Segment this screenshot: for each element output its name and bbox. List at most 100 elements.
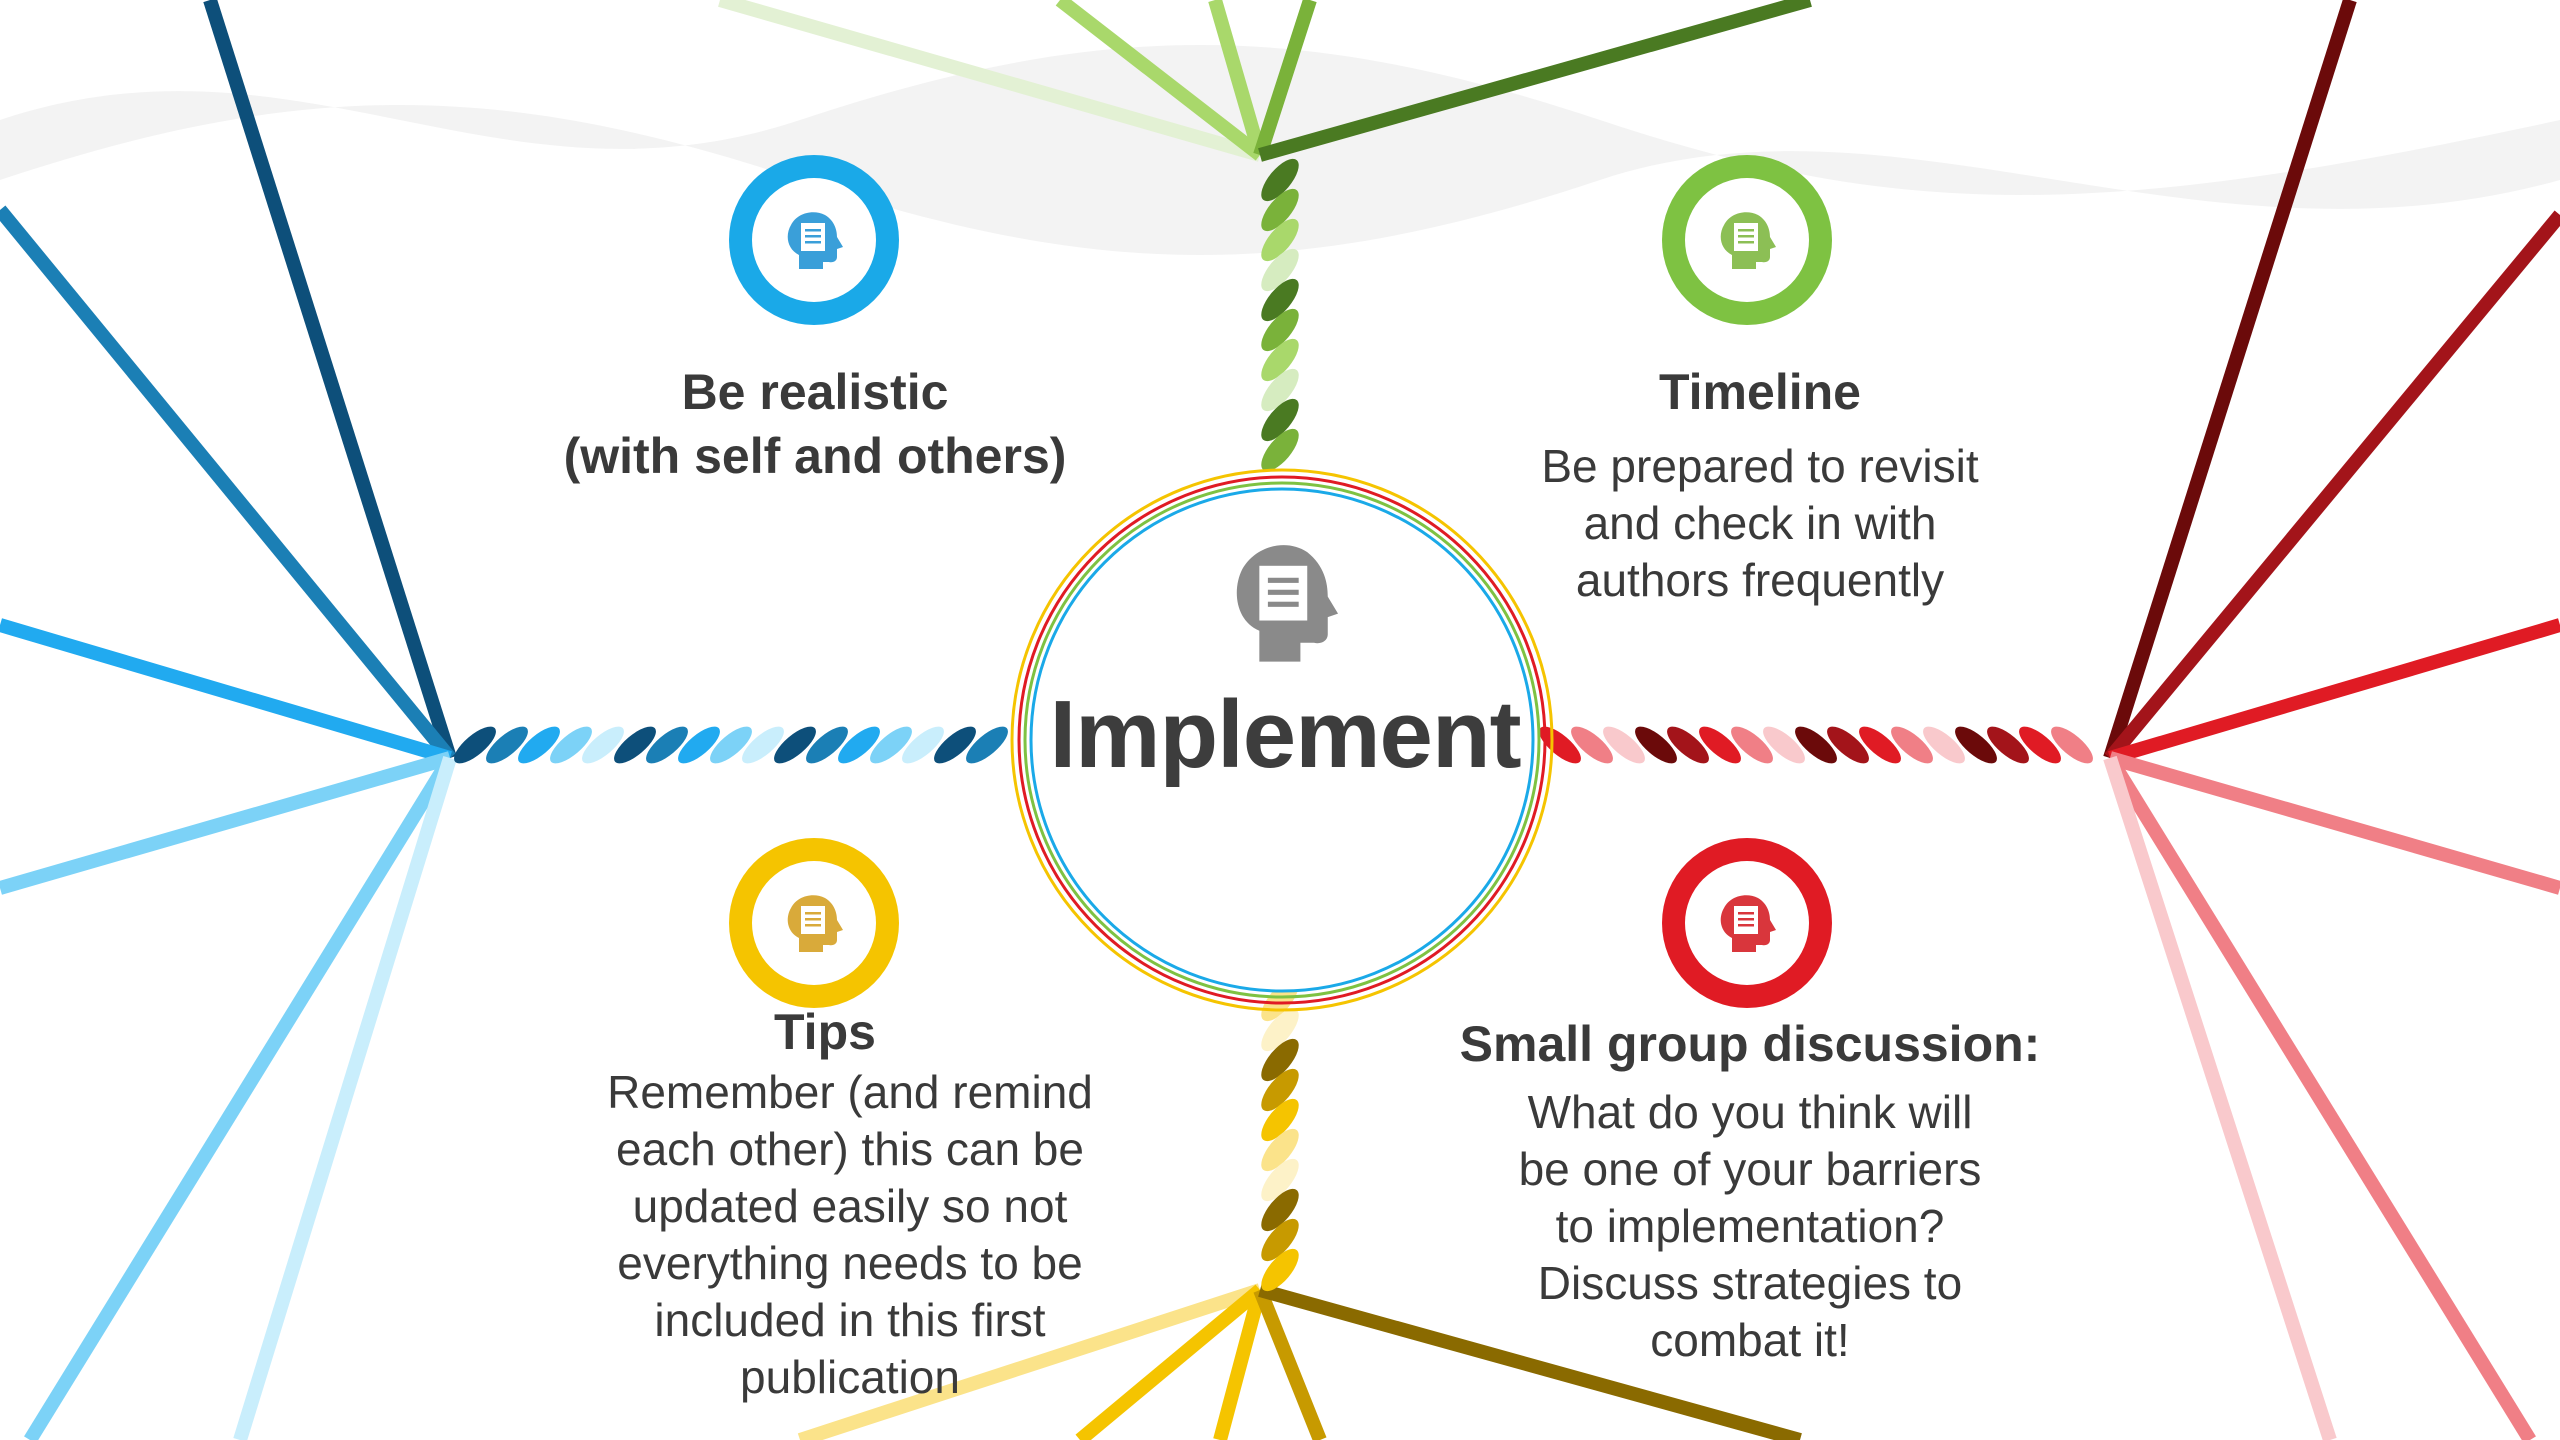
- rope-twist: [1261, 248, 1299, 292]
- rope-twist: [1261, 1038, 1299, 1082]
- rope-twist: [2019, 726, 2061, 764]
- top-right-text: Timeline Be prepared to revisit and chec…: [1450, 360, 2070, 609]
- top-right-body: Be prepared to revisit and check in with…: [1541, 440, 1979, 606]
- bottom-right-heading: Small group discussion:: [1459, 1016, 2041, 1072]
- rope-twist: [550, 726, 592, 764]
- rope-strand: [2103, 0, 2357, 761]
- rope-strand: [1055, 0, 1265, 161]
- bottom-right-body: What do you think will be one of your ba…: [1518, 1086, 1982, 1366]
- rope-twist: [1261, 428, 1299, 472]
- center-title: Implement: [1049, 681, 1521, 788]
- rope-strand: [0, 751, 452, 895]
- rope-twist: [1261, 1068, 1299, 1112]
- rope-twist: [1891, 726, 1933, 764]
- rope-twist: [742, 726, 784, 764]
- rope-twist: [966, 726, 1008, 764]
- rope-twist: [1261, 1248, 1299, 1292]
- bottom-right-text: Small group discussion: What do you thin…: [1430, 1012, 2070, 1369]
- rope-twist: [518, 726, 560, 764]
- rope-twist: [1261, 338, 1299, 382]
- rope-strand: [24, 754, 456, 1440]
- bottom-right-icon: [1685, 861, 1809, 985]
- rope-twist: [486, 726, 528, 764]
- bottom-left-icon: [752, 861, 876, 985]
- rope-strand: [0, 205, 456, 763]
- rope-twist: [1261, 308, 1299, 352]
- rope-twist: [1795, 726, 1837, 764]
- rope-twist: [1261, 188, 1299, 232]
- rope-twist: [582, 726, 624, 764]
- bottom-left-icon-ring: [729, 838, 899, 1008]
- rope-strand: [2108, 618, 2560, 765]
- top-left-icon: [752, 178, 876, 302]
- rope-strand: [2104, 210, 2560, 763]
- rope-twist: [1827, 726, 1869, 764]
- head-document-icon: [1236, 545, 1339, 662]
- rope-twist: [646, 726, 688, 764]
- top-left-text: Be realistic (with self and others): [515, 360, 1115, 488]
- rope-twist: [1261, 1158, 1299, 1202]
- rope-twist: [1261, 1098, 1299, 1142]
- rope-twist: [1987, 726, 2029, 764]
- rope-strand: [233, 755, 457, 1440]
- rope-strand: [1075, 1284, 1265, 1440]
- top-right-heading: Timeline: [1659, 364, 1861, 420]
- bottom-right-icon-ring: [1662, 838, 1832, 1008]
- center-ring: [1010, 468, 1554, 1012]
- rope-strand: [718, 0, 1262, 162]
- center-ring: [1023, 481, 1541, 999]
- rope-strand: [1258, 0, 1812, 162]
- rope-twist: [1539, 726, 1581, 764]
- rope-twist: [934, 726, 976, 764]
- rope-twist: [1699, 726, 1741, 764]
- rope-twist: [2051, 726, 2093, 764]
- top-left-icon-ring: [729, 155, 899, 325]
- rope-twist: [1667, 726, 1709, 764]
- rope-strand: [203, 0, 457, 761]
- rope-twist: [1571, 726, 1613, 764]
- rope-twist: [1859, 726, 1901, 764]
- rope-twist: [806, 726, 848, 764]
- head-document-icon: [787, 212, 843, 269]
- center-ring: [1029, 487, 1535, 993]
- rope-twist: [1261, 398, 1299, 442]
- rope-strand: [797, 1283, 1263, 1440]
- rope-twist: [1261, 368, 1299, 412]
- head-document-icon: [787, 895, 843, 952]
- bottom-left-text: Tips Remember (and remind each other) th…: [520, 1000, 1180, 1406]
- rope-twist: [902, 726, 944, 764]
- bottom-left-heading: Tips: [774, 1004, 876, 1060]
- rope-twist: [1603, 726, 1645, 764]
- rope-strand: [2104, 754, 2536, 1440]
- head-document-icon: [1720, 895, 1776, 952]
- rope-twist: [1261, 218, 1299, 262]
- rope-twist: [1261, 1008, 1299, 1052]
- rope-strand: [2103, 755, 2337, 1440]
- bottom-left-body: Remember (and remind each other) this ca…: [607, 1066, 1093, 1403]
- rope-twist: [1261, 1128, 1299, 1172]
- rope-strand: [0, 618, 452, 765]
- rope-twist: [1955, 726, 1997, 764]
- rope-twist: [1261, 1188, 1299, 1232]
- rope-twist: [1261, 1218, 1299, 1262]
- rope-twist: [1923, 726, 1965, 764]
- top-left-heading: Be realistic (with self and others): [563, 364, 1067, 484]
- rope-strand: [1208, 0, 1267, 157]
- rope-twist: [774, 726, 816, 764]
- center-ring: [1017, 475, 1547, 1005]
- rope-twist: [1635, 726, 1677, 764]
- rope-strand: [1258, 1283, 1802, 1440]
- rope-strand: [1213, 1288, 1267, 1440]
- top-right-icon: [1685, 178, 1809, 302]
- rope-twist: [454, 726, 496, 764]
- rope-twist: [710, 726, 752, 764]
- center-icon: [1225, 535, 1345, 670]
- rope-twist: [678, 726, 720, 764]
- rope-twist: [870, 726, 912, 764]
- rope-strand: [2108, 751, 2560, 895]
- rope-twist: [838, 726, 880, 764]
- top-right-icon-ring: [1662, 155, 1832, 325]
- rope-twist: [1731, 726, 1773, 764]
